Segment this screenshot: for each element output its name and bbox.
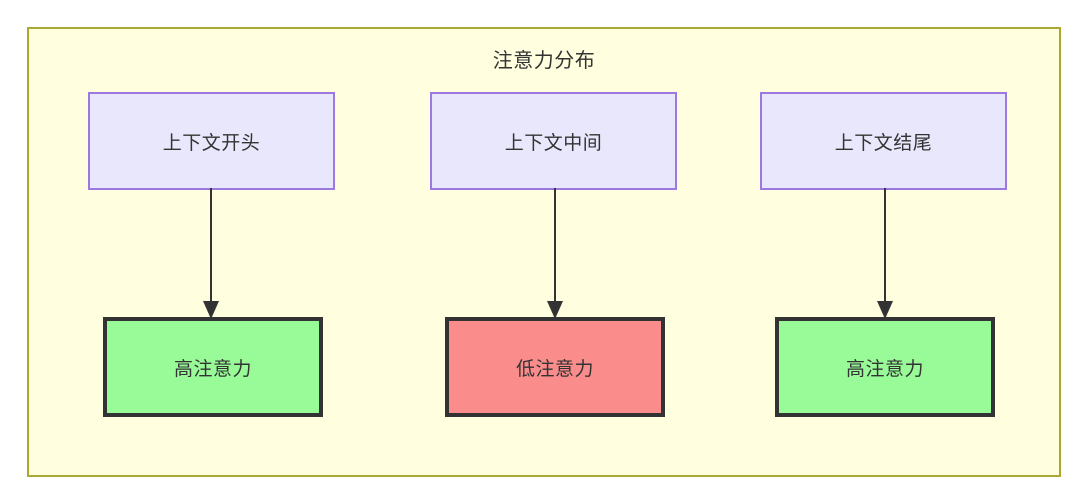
node-high-attention-start-label: 高注意力 [173, 358, 252, 380]
arrow-down-icon [877, 188, 893, 319]
arrow-down-icon [203, 188, 219, 319]
edge-middle-to-low-attention [543, 188, 567, 320]
node-high-attention-end[interactable]: 高注意力 [775, 317, 995, 417]
edge-start-to-high-attention [199, 188, 223, 320]
node-context-start-label: 上下文开头 [162, 132, 261, 154]
node-high-attention-start[interactable]: 高注意力 [103, 317, 323, 417]
node-context-end-label: 上下文结尾 [834, 132, 933, 154]
arrow-down-icon [547, 188, 563, 319]
node-context-middle[interactable]: 上下文中间 [430, 92, 677, 190]
node-context-middle-label: 上下文中间 [504, 132, 603, 154]
node-context-start[interactable]: 上下文开头 [88, 92, 335, 190]
edge-end-to-high-attention [873, 188, 897, 320]
node-context-end[interactable]: 上下文结尾 [760, 92, 1007, 190]
node-low-attention-middle[interactable]: 低注意力 [445, 317, 665, 417]
node-low-attention-middle-label: 低注意力 [515, 358, 594, 380]
node-high-attention-end-label: 高注意力 [845, 358, 924, 380]
cluster-title: 注意力分布 [492, 50, 596, 72]
